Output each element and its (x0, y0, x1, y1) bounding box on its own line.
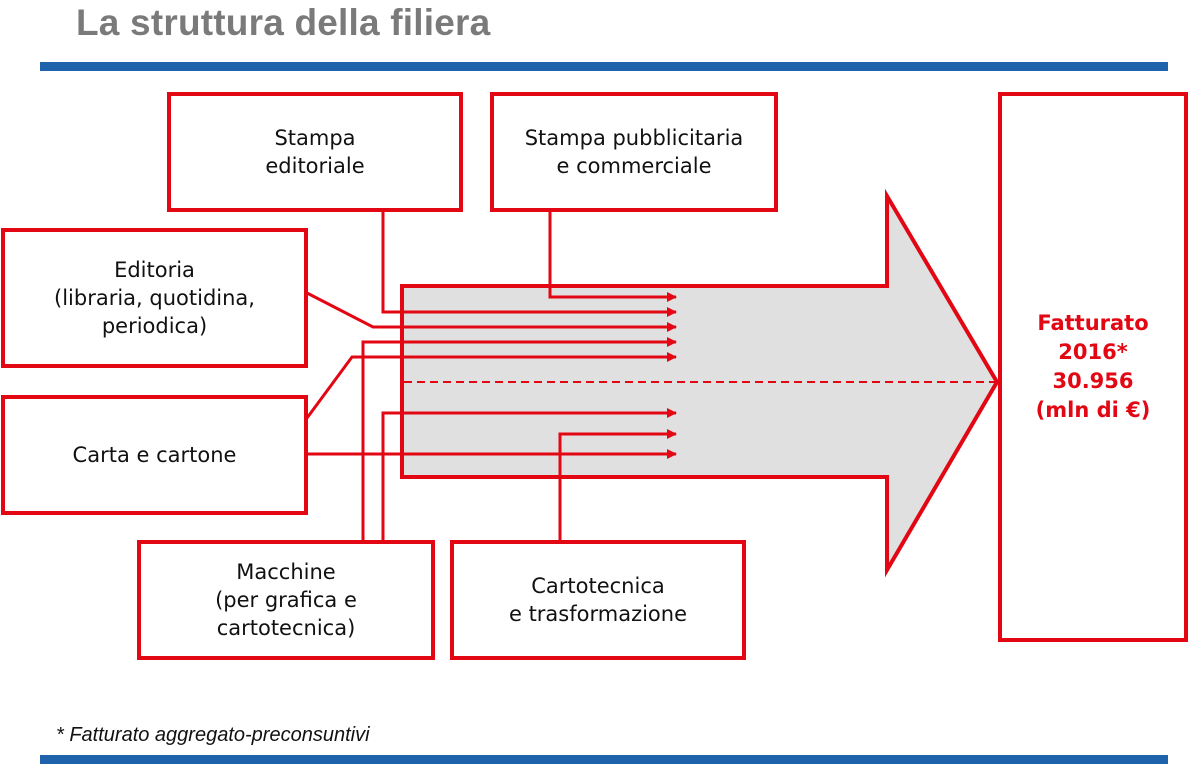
flow-cartotecnica (558, 429, 677, 540)
flow-macchine-2 (381, 408, 677, 540)
node-cartotecnica: Cartotecnica e trasformazione (450, 540, 746, 660)
flow-stampa-pubblicitaria (548, 210, 677, 302)
flow-stampa-editoriale (381, 210, 677, 317)
node-stampa-editoriale: Stampa editoriale (167, 92, 463, 212)
flow-editoria (306, 291, 677, 332)
bottom-divider (40, 755, 1168, 764)
node-carta-cartone: Carta e cartone (1, 395, 308, 515)
footnote: * Fatturato aggregato-preconsuntivi (56, 724, 370, 746)
flow-macchine-1 (361, 337, 677, 540)
node-stampa-pubblicitaria: Stampa pubblicitaria e commerciale (490, 92, 778, 212)
top-divider (40, 62, 1168, 71)
flow-carta-1 (305, 352, 677, 419)
main-flow-arrow (400, 188, 1000, 578)
page-title: La struttura della filiera (76, 2, 491, 43)
node-macchine: Macchine (per grafica e cartotecnica) (137, 540, 435, 660)
total-revenue-box: Fatturato 2016* 30.956 (mln di €) (998, 92, 1188, 642)
node-editoria: Editoria (libraria, quotidina, periodica… (1, 228, 308, 368)
